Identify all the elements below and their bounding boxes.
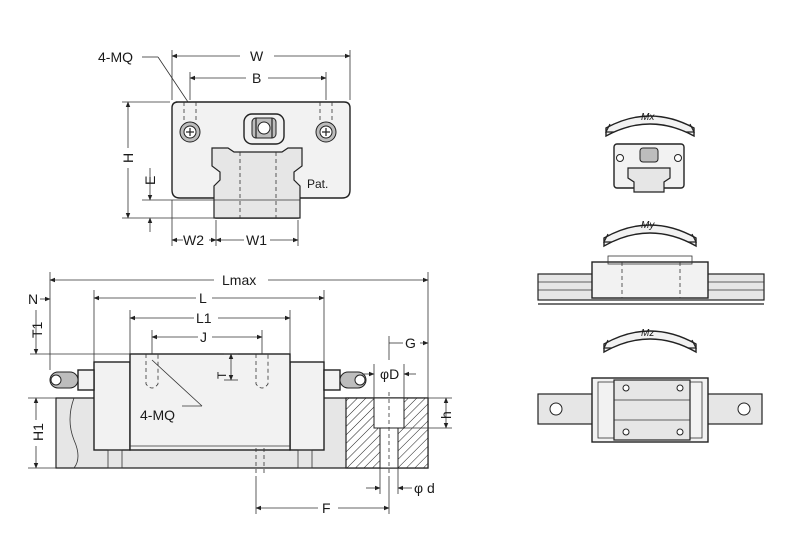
dim-e-label: E (142, 176, 158, 185)
front-left-screw (179, 121, 201, 143)
moment-mx-view: Mx (605, 112, 695, 193)
dim-j-label: J (200, 329, 207, 345)
moment-mz-label: Mz (641, 328, 654, 339)
dim-b-label: B (252, 70, 261, 86)
moment-my-view: My (537, 220, 765, 305)
side-carriage-block (129, 353, 291, 451)
side-right-grease-nipple (323, 369, 367, 391)
side-right-end-seal (289, 361, 325, 451)
moment-mx-label: Mx (641, 112, 655, 123)
dim-w1-label: W1 (246, 232, 267, 248)
front-right-screw (315, 121, 337, 143)
dim-n-label: N (28, 291, 38, 307)
four-mq-side-label: 4-MQ (140, 407, 175, 423)
dim-h1-label: H1 (30, 423, 46, 441)
front-rail-profile (211, 147, 303, 219)
side-view: Lmax N L L1 J T1 T 4-MQ (28, 272, 454, 516)
dim-t-label: T (215, 371, 229, 379)
four-mq-top-label: 4-MQ (98, 49, 133, 65)
dim-phi-d-upper-label: φD (380, 366, 399, 382)
side-left-end-seal (93, 361, 131, 451)
dim-l-label: L (199, 290, 207, 306)
pat-label: Pat. (307, 177, 328, 191)
dim-h-label: H (120, 153, 136, 163)
dim-phi-d-lower-label: φ d (414, 480, 435, 496)
dim-l1-label: L1 (196, 310, 212, 326)
dim-lmax-label: Lmax (222, 272, 256, 288)
dim-w2-label: W2 (183, 232, 204, 248)
front-grease-nipple (243, 113, 285, 145)
moment-my-label: My (641, 220, 655, 231)
side-tapped-holes (145, 354, 269, 389)
dim-f-label: F (322, 500, 331, 516)
moment-mz-view: Mz (537, 328, 763, 443)
front-view: Pat. W B 4-MQ H E W2 (98, 48, 351, 248)
dim-w-label: W (250, 48, 264, 64)
dim-h-small-label: h (438, 411, 454, 419)
dim-g-label: G (405, 335, 416, 351)
dim-t1-label: T1 (29, 321, 45, 338)
side-left-grease-nipple (49, 369, 95, 391)
